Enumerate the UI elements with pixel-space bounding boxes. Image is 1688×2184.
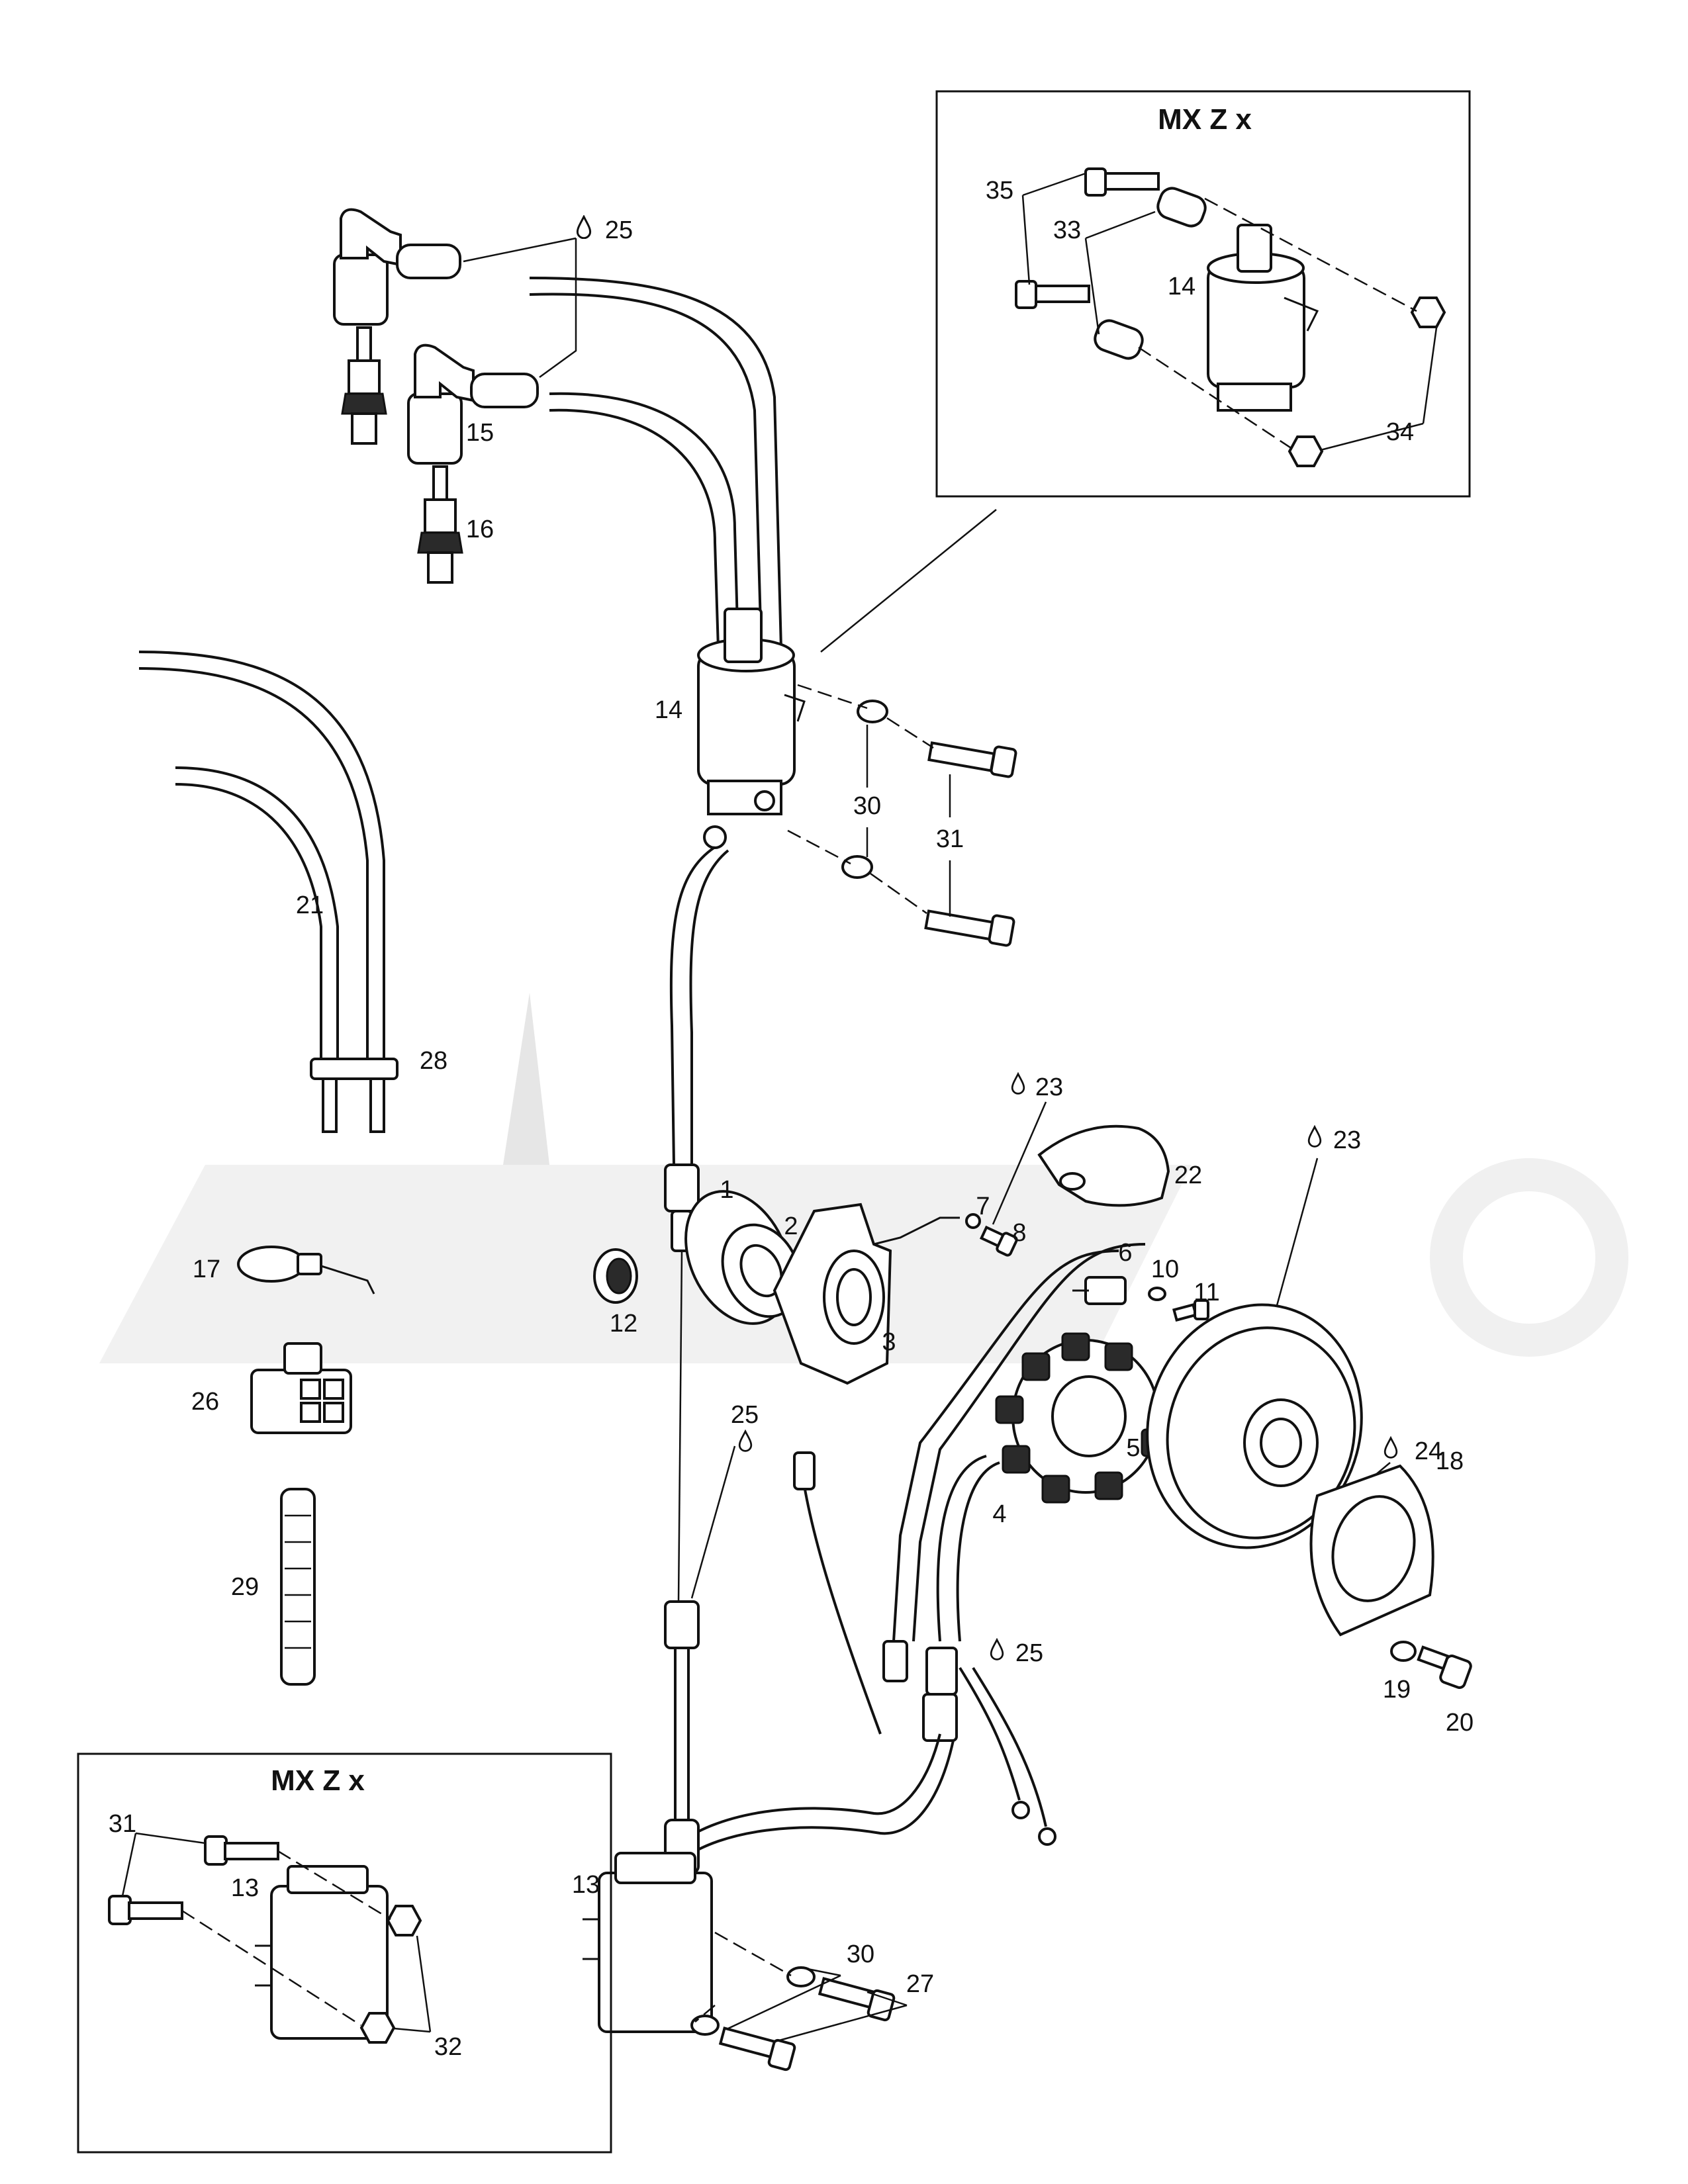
callout-25-mid: 25 xyxy=(731,1401,759,1429)
watermark-logo xyxy=(99,741,1628,1363)
inset-box-bottom: MX Z x 31 13 32 xyxy=(77,1752,612,2154)
washer-10 xyxy=(1148,1287,1166,1301)
cdi-module xyxy=(583,1852,713,2033)
callout-1: 1 xyxy=(720,1176,733,1204)
stator xyxy=(995,1332,1170,1504)
bolt-20 xyxy=(1417,1645,1472,1689)
callout-11: 11 xyxy=(1194,1279,1219,1306)
callout-24: 24 xyxy=(1415,1437,1442,1465)
callout-12: 12 xyxy=(610,1310,637,1338)
high-tension-wires xyxy=(529,277,782,649)
callout-35: 35 xyxy=(986,177,1013,205)
washer-upper xyxy=(857,700,888,723)
callout-29: 29 xyxy=(231,1573,259,1601)
washer-module-lower xyxy=(690,2015,720,2036)
drop-icon xyxy=(1011,1073,1025,1095)
callout-26: 26 xyxy=(191,1388,219,1416)
heat-shrink-tube xyxy=(280,1488,316,1686)
inset-ignition-coil xyxy=(1207,224,1319,412)
washer-module-upper xyxy=(786,1966,816,1987)
inset-box-top: MX Z x 35 33 14 xyxy=(935,90,1471,498)
module-connector xyxy=(664,1600,700,1874)
callout-4: 4 xyxy=(992,1500,1006,1528)
callout-34: 34 xyxy=(1386,418,1414,446)
callout-13: 13 xyxy=(572,1871,600,1899)
inset-bolt-lower xyxy=(1015,280,1090,309)
bolt-coil-lower xyxy=(924,909,1015,947)
callout-15: 15 xyxy=(466,419,494,447)
drop-icon xyxy=(1307,1126,1322,1148)
callout-6: 6 xyxy=(1118,1239,1132,1267)
callout-20: 20 xyxy=(1446,1709,1474,1737)
inset-bolt-upper xyxy=(1084,167,1160,197)
callout-31-inset: 31 xyxy=(109,1810,136,1838)
spark-plug-right xyxy=(417,465,463,584)
inset-nut-lower xyxy=(1288,435,1324,467)
callout-14: 14 xyxy=(655,696,682,724)
callout-8: 8 xyxy=(1012,1219,1026,1247)
callout-30-bottom: 30 xyxy=(847,1940,874,1968)
inset-spacer-lower xyxy=(1094,319,1144,360)
callout-21: 21 xyxy=(296,891,324,919)
callout-16: 16 xyxy=(466,516,494,543)
inset-nut-upper xyxy=(1410,296,1446,328)
stator-harness xyxy=(674,1243,1146,1861)
callout-10: 10 xyxy=(1151,1255,1179,1283)
spark-plug-left xyxy=(341,326,387,445)
grommet xyxy=(593,1248,638,1304)
inset-nut-upper-module xyxy=(386,1905,422,1936)
callout-32: 32 xyxy=(434,2033,462,2061)
screw-7 xyxy=(965,1213,1018,1257)
bolt-27-lower xyxy=(718,2026,796,2071)
inset-bolt-upper-module xyxy=(204,1835,279,1866)
callout-13-inset: 13 xyxy=(231,1874,259,1902)
coil-lead-wire xyxy=(669,846,716,1165)
trigger-coil-housing xyxy=(773,1203,892,1385)
callout-5: 5 xyxy=(1126,1434,1140,1462)
callout-19: 19 xyxy=(1383,1676,1411,1704)
inset-spacer-upper xyxy=(1156,187,1207,228)
drop-icon xyxy=(576,215,592,239)
spark-plug-cap-right xyxy=(407,343,539,465)
callout-17: 17 xyxy=(193,1255,220,1283)
inset-cdi-module xyxy=(255,1865,389,2040)
callout-28: 28 xyxy=(420,1047,447,1075)
bolt-coil-upper xyxy=(927,741,1017,778)
screw-11 xyxy=(1172,1299,1209,1322)
callout-3: 3 xyxy=(882,1328,896,1356)
callout-25-right: 25 xyxy=(1015,1639,1043,1667)
connector-housing xyxy=(250,1342,352,1434)
callout-14-inset: 14 xyxy=(1168,273,1196,300)
callout-25-top: 25 xyxy=(605,216,633,244)
trigger-wheel xyxy=(1309,1464,1434,1637)
callout-23-right: 23 xyxy=(1333,1126,1361,1154)
inset-title-bottom: MX Z x xyxy=(271,1764,365,1797)
sensor-6 xyxy=(1072,1276,1127,1305)
inset-title-top: MX Z x xyxy=(1158,103,1252,136)
callout-7: 7 xyxy=(976,1193,990,1220)
ignition-coil xyxy=(697,608,806,849)
bolt-27-upper xyxy=(818,1977,896,2022)
callout-31: 31 xyxy=(936,825,964,853)
inset-nut-lower-module xyxy=(359,2012,396,2044)
drop-icon xyxy=(738,1430,753,1452)
cover-22 xyxy=(1037,1124,1170,1207)
callout-2: 2 xyxy=(784,1212,798,1240)
flywheel xyxy=(1146,1303,1363,1549)
drop-icon xyxy=(990,1639,1004,1661)
callout-33: 33 xyxy=(1053,216,1081,244)
washer-lower xyxy=(841,855,873,879)
washer-19 xyxy=(1390,1641,1417,1662)
ht-wire-set xyxy=(138,651,399,1133)
spark-plug-cap-left xyxy=(333,208,461,326)
callout-23-top: 23 xyxy=(1035,1073,1063,1101)
cable-tie xyxy=(237,1246,375,1295)
callout-30-top: 30 xyxy=(853,792,881,820)
drop-icon xyxy=(1383,1437,1398,1459)
callout-18: 18 xyxy=(1436,1447,1464,1475)
callout-27: 27 xyxy=(906,1970,934,1998)
inset-bolt-lower-module xyxy=(108,1895,183,1925)
callout-22: 22 xyxy=(1174,1161,1202,1189)
